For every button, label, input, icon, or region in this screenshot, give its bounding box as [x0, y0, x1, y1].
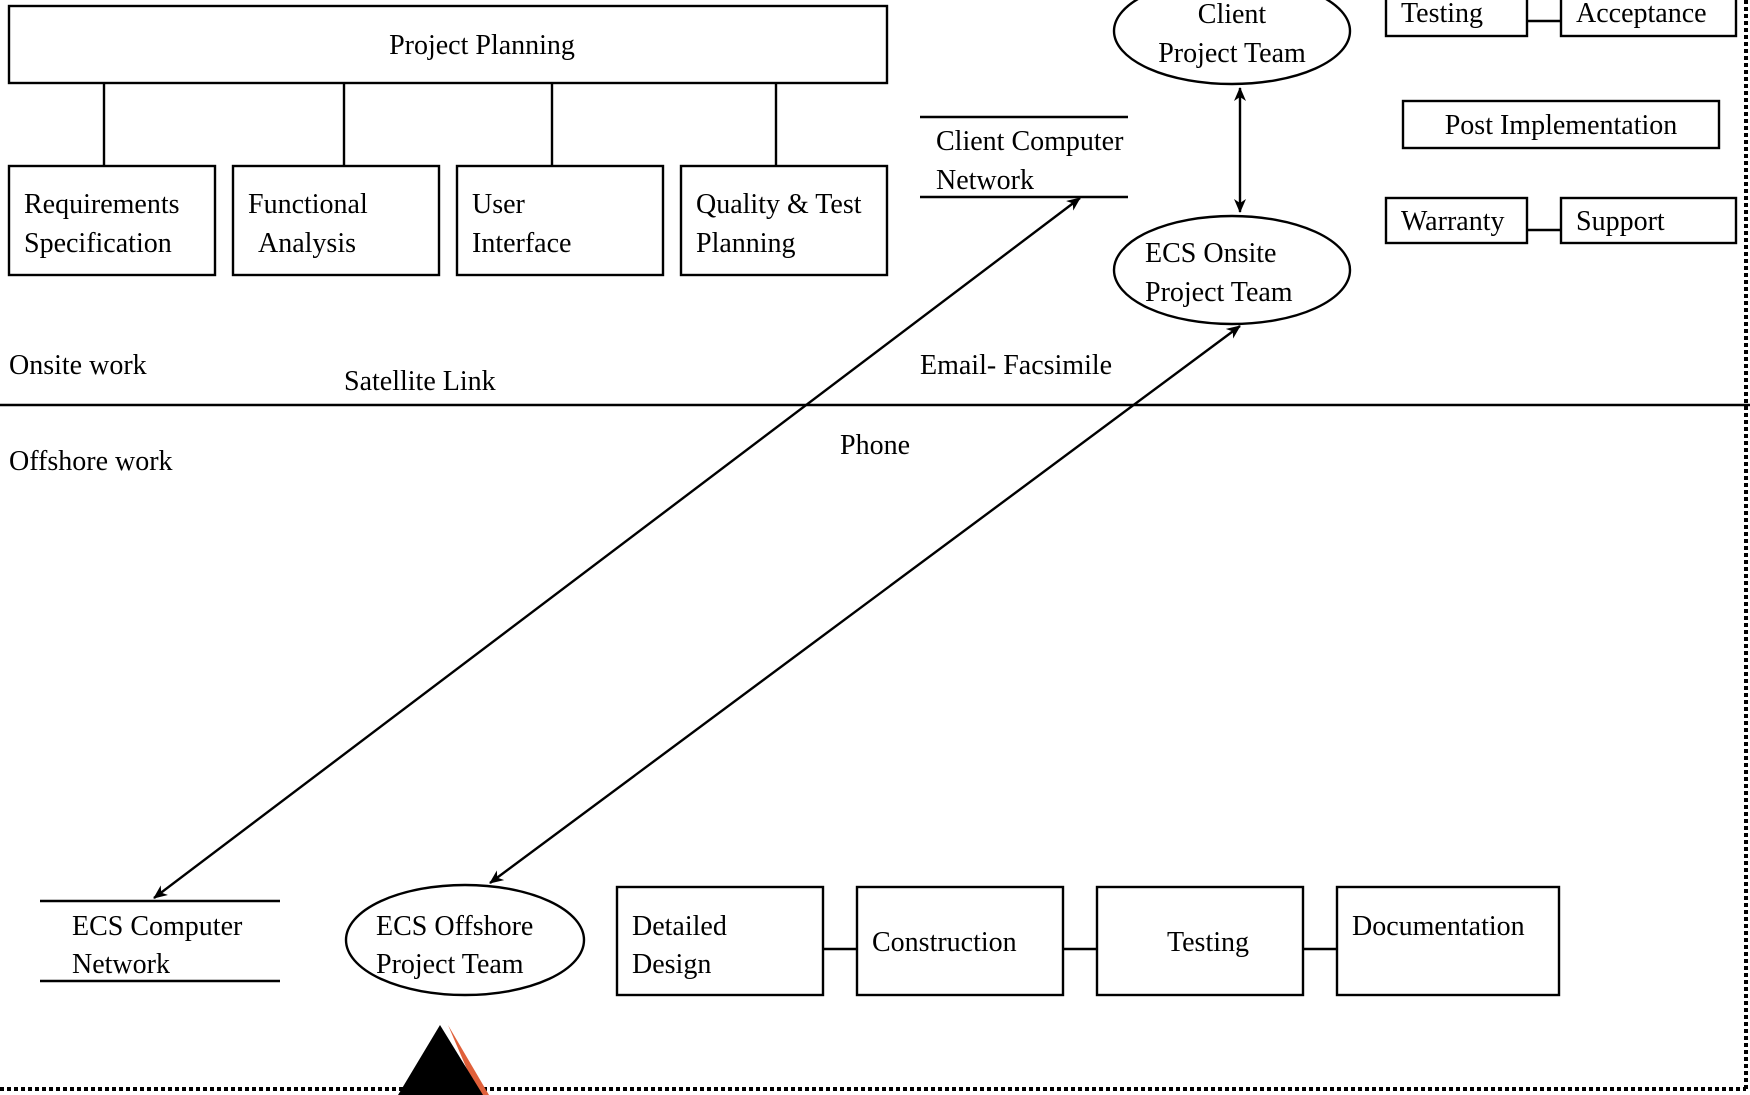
testing-onsite-box: Testing	[1384, 0, 1529, 38]
detailed-design-line1: Detailed	[632, 911, 727, 942]
phase-label-line2: Analysis	[258, 228, 356, 259]
ecs-network-line1: ECS Computer	[72, 911, 243, 942]
requirements-specification-box: Requirements Specification	[7, 164, 217, 277]
quality-test-planning-box: Quality & Test Planning	[679, 164, 889, 277]
construction-label: Construction	[872, 927, 1017, 958]
acceptance-box: Acceptance	[1559, 0, 1738, 38]
documentation-label: Documentation	[1352, 911, 1525, 942]
onsite-team-line2: Project Team	[1145, 277, 1293, 308]
phase-label-line2: Planning	[696, 228, 796, 259]
warranty-label: Warranty	[1401, 206, 1504, 237]
ecs-offshore-project-team-node: ECS Offshore Project Team	[344, 883, 586, 997]
ecs-network-line2: Network	[72, 949, 170, 980]
documentation-box: Documentation	[1335, 885, 1561, 997]
acceptance-label: Acceptance	[1576, 0, 1707, 29]
user-interface-box: User Interface	[455, 164, 665, 277]
offshore-team-line2: Project Team	[376, 949, 524, 980]
testing-onsite-label: Testing	[1401, 0, 1483, 29]
phase-label-line1: Requirements	[24, 189, 180, 220]
phone-label: Phone	[840, 430, 910, 461]
support-label: Support	[1576, 206, 1665, 237]
support-box: Support	[1559, 196, 1738, 245]
client-computer-network: Client Computer Network	[920, 115, 1128, 199]
testing-offshore-label: Testing	[1167, 927, 1249, 958]
onsite-work-label: Onsite work	[9, 350, 147, 381]
project-planning-box: Project Planning	[7, 4, 889, 85]
offshore-team-line1: ECS Offshore	[376, 911, 533, 942]
client-network-line2: Network	[936, 165, 1034, 196]
onsite-team-line1: ECS Onsite	[1145, 238, 1276, 269]
project-planning-label: Project Planning	[389, 30, 575, 61]
satellite-link-label: Satellite Link	[344, 366, 496, 397]
post-implementation-box: Post Implementation	[1401, 99, 1721, 150]
phase-label-line2: Interface	[472, 228, 571, 259]
email-facsimile-label: Email- Facsimile	[920, 350, 1112, 381]
offshore-work-label: Offshore work	[9, 446, 173, 477]
detailed-design-line2: Design	[632, 949, 711, 980]
email-phone-link-arrow	[489, 325, 1241, 884]
client-project-team-node: Client Project Team	[1112, 0, 1352, 86]
post-implementation-label: Post Implementation	[1445, 110, 1678, 141]
phase-label-line1: User	[472, 189, 526, 220]
phase-label-line2: Specification	[24, 228, 172, 259]
client-team-line1: Client	[1198, 0, 1267, 30]
client-network-line1: Client Computer	[936, 126, 1124, 157]
detailed-design-box: Detailed Design	[615, 885, 825, 997]
testing-offshore-box: Testing	[1095, 885, 1305, 997]
ecs-computer-network: ECS Computer Network	[40, 899, 280, 983]
phase-label-line1: Functional	[248, 189, 368, 220]
construction-box: Construction	[855, 885, 1065, 997]
functional-analysis-box: Functional Analysis	[231, 164, 441, 277]
warranty-box: Warranty	[1384, 196, 1529, 245]
phase-label-line1: Quality & Test	[696, 189, 862, 220]
client-team-line2: Project Team	[1158, 38, 1306, 69]
ecs-onsite-project-team-node: ECS Onsite Project Team	[1112, 214, 1352, 326]
pointer-triangle-icon	[398, 1025, 489, 1095]
